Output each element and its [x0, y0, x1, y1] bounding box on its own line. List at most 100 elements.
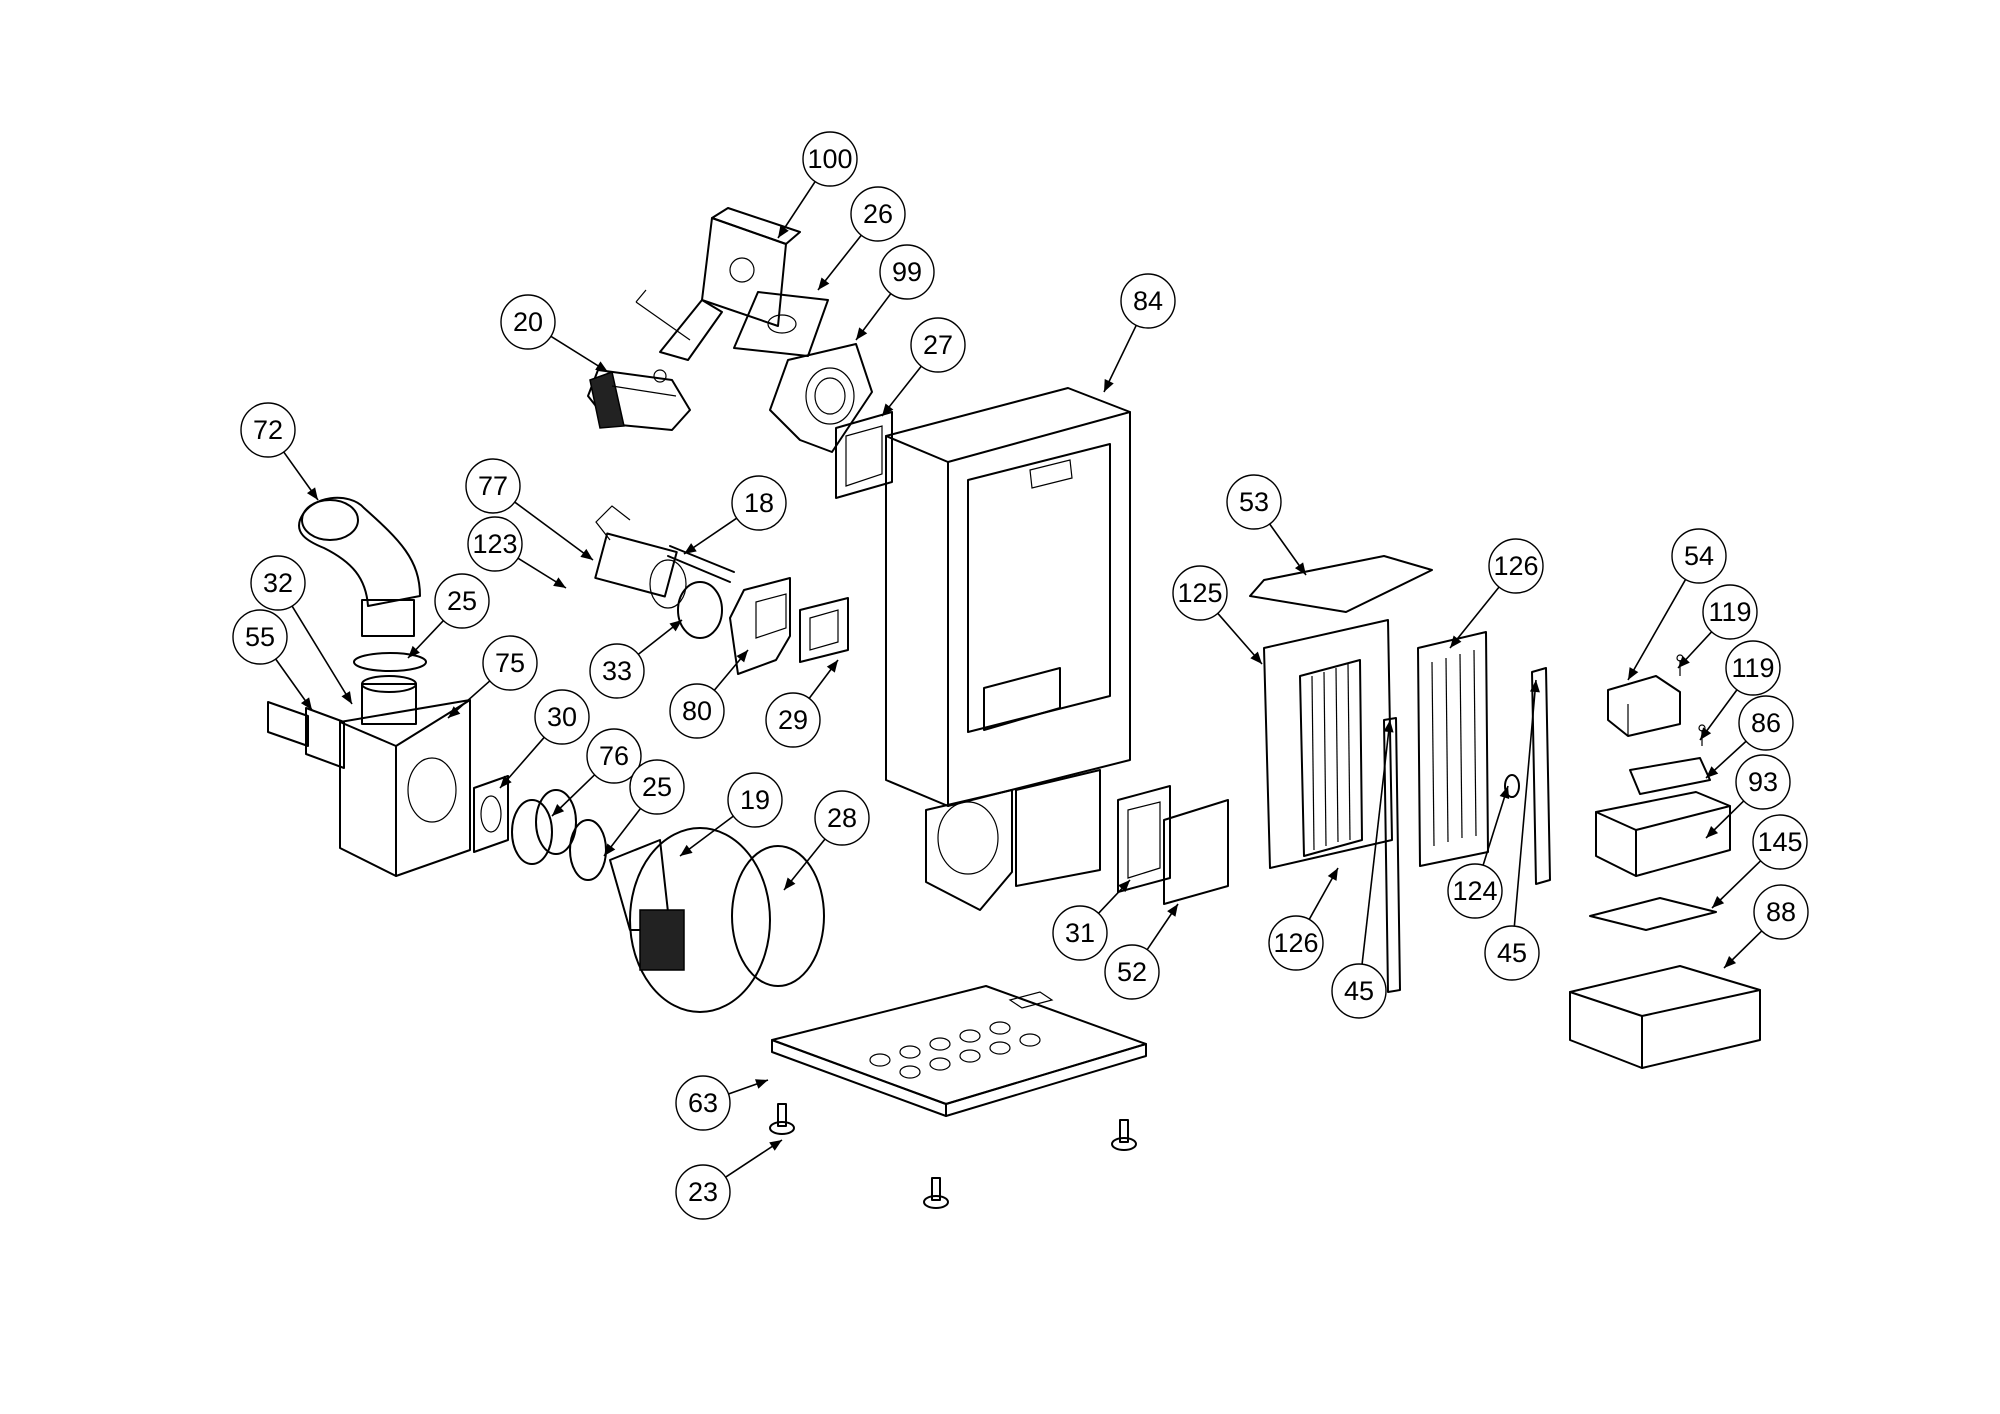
- callout-bubble: [1725, 640, 1781, 696]
- callout-bubble: [669, 683, 725, 739]
- callout-25: 25: [407, 573, 490, 659]
- leader-line: [514, 501, 594, 561]
- callout-28: 28: [783, 790, 870, 891]
- callout-label: 80: [682, 696, 712, 726]
- callout-45: 45: [1331, 719, 1394, 1019]
- callout-72: 72: [240, 402, 319, 501]
- callout-label: 45: [1344, 976, 1374, 1006]
- callout-bubble: [1702, 584, 1758, 640]
- callout-label: 99: [892, 257, 922, 287]
- leader-arrowhead: [580, 548, 593, 560]
- part-72-elbow: [298, 496, 421, 637]
- callout-76: 76: [551, 728, 642, 817]
- callout-label: 53: [1239, 487, 1269, 517]
- callout-29: 29: [765, 659, 839, 748]
- leader-arrowhead: [1724, 956, 1737, 968]
- callout-label: 52: [1117, 957, 1147, 987]
- callout-label: 27: [923, 330, 953, 360]
- callout-80: 80: [669, 649, 749, 739]
- callout-label: 54: [1684, 541, 1714, 571]
- callout-33: 33: [589, 619, 683, 699]
- part-80-duct: [729, 577, 791, 675]
- part-27-gasket: [835, 411, 893, 499]
- callout-bubble: [1104, 944, 1160, 1000]
- callout-bubble: [1052, 905, 1108, 961]
- leader-arrowhead: [552, 804, 565, 816]
- leader-line: [1449, 586, 1500, 649]
- callout-bubble: [731, 475, 787, 531]
- part-25-ring-lower: [569, 819, 607, 881]
- callout-93: 93: [1705, 754, 1791, 839]
- leader-arrowhead: [341, 691, 352, 704]
- part-63-base: [771, 985, 1147, 1117]
- part-25-ring-upper: [353, 652, 427, 672]
- part-54-cover: [1607, 675, 1681, 737]
- leader-arrowhead: [669, 620, 682, 632]
- part-75-adapter-box: [339, 675, 471, 877]
- callout-label: 119: [1708, 597, 1751, 627]
- callout-75: 75: [447, 635, 538, 719]
- part-77-cylinder: [594, 505, 687, 609]
- part-76-coupling: [511, 789, 577, 865]
- callout-bubble: [1671, 528, 1727, 584]
- callout-32: 32: [250, 555, 353, 705]
- callout-bubble: [1331, 963, 1387, 1019]
- part-29-gasket: [799, 597, 849, 663]
- callout-53: 53: [1226, 474, 1307, 576]
- callout-bubble: [765, 692, 821, 748]
- leader-arrowhead: [1628, 667, 1639, 680]
- callout-label: 63: [688, 1088, 718, 1118]
- part-19-blower: [609, 827, 771, 1013]
- part-20-motor: [587, 369, 691, 431]
- part-84-cabinet: [885, 387, 1131, 911]
- callout-bubble: [1753, 884, 1809, 940]
- part-99-flange: [769, 343, 873, 453]
- leader-arrowhead: [1167, 904, 1178, 917]
- callout-bubble: [1735, 754, 1791, 810]
- part-119-screws: [1676, 654, 1706, 746]
- part-100-bracket: [635, 207, 801, 361]
- callout-label: 30: [547, 702, 577, 732]
- leader-arrowhead: [1700, 727, 1712, 740]
- callout-99: 99: [855, 244, 935, 341]
- callout-bubble: [1268, 915, 1324, 971]
- callout-label: 125: [1177, 578, 1222, 608]
- part-88-tray: [1569, 965, 1761, 1069]
- leader-arrowhead: [306, 487, 318, 500]
- leader-arrowhead: [1250, 651, 1262, 664]
- callout-77: 77: [465, 458, 594, 561]
- leader-arrowhead: [784, 877, 796, 890]
- callout-125: 125: [1172, 565, 1263, 665]
- callout-label: 123: [472, 529, 517, 559]
- callout-label: 31: [1065, 918, 1095, 948]
- callout-bubble: [675, 1164, 731, 1220]
- callout-63: 63: [675, 1075, 769, 1131]
- callout-145: 145: [1711, 814, 1808, 909]
- part-32-gasket: [305, 707, 345, 769]
- leader-arrowhead: [553, 577, 566, 588]
- callout-52: 52: [1104, 903, 1179, 1000]
- callout-label: 93: [1748, 767, 1778, 797]
- leader-arrowhead: [408, 645, 420, 658]
- callout-54: 54: [1627, 528, 1727, 681]
- leader-arrowhead: [1327, 868, 1338, 881]
- leader-arrowhead: [1450, 635, 1462, 648]
- callout-45: 45: [1484, 679, 1540, 981]
- callout-bubble: [232, 609, 288, 665]
- callout-25: 25: [603, 759, 685, 857]
- callout-bubble: [240, 402, 296, 458]
- callout-bubble: [586, 728, 642, 784]
- part-53-cover: [1249, 555, 1433, 613]
- callout-27: 27: [881, 317, 966, 417]
- callout-label: 55: [245, 622, 275, 652]
- leader-arrowhead: [448, 706, 461, 718]
- leader-arrowhead: [778, 225, 789, 238]
- callout-55: 55: [232, 609, 313, 711]
- leader-arrowhead: [1383, 720, 1394, 733]
- leader-arrowhead: [769, 1140, 782, 1151]
- part-33-ring: [677, 581, 723, 639]
- callout-86: 86: [1705, 695, 1794, 779]
- callout-bubble: [879, 244, 935, 300]
- part-93-basin: [1595, 791, 1731, 877]
